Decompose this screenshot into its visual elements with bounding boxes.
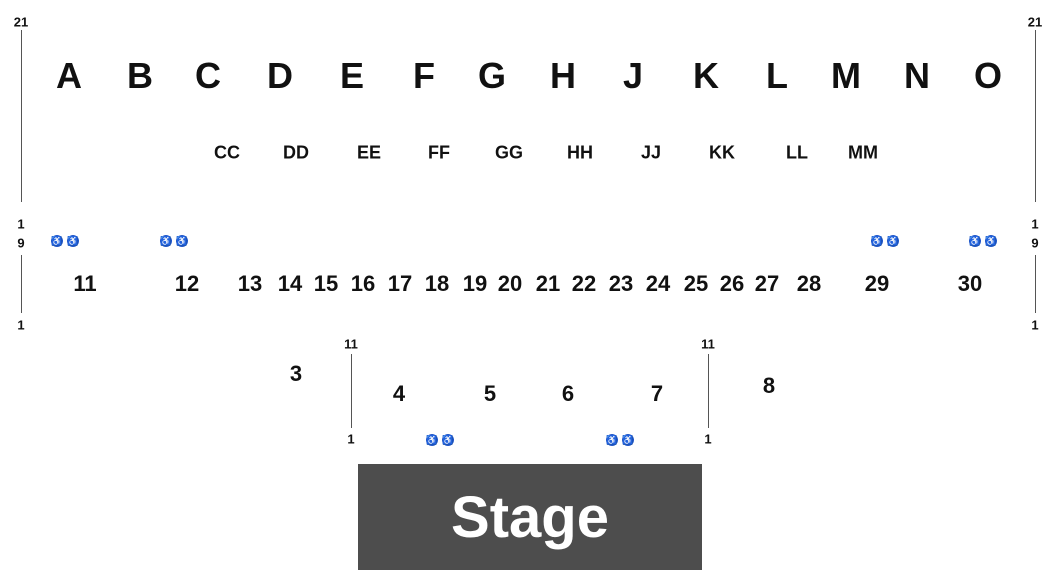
section-G[interactable]: G <box>477 55 507 96</box>
wheelchair-icon: ♿ <box>606 434 618 446</box>
inner-left-row-marker-top: 11 <box>344 336 358 352</box>
section-CC[interactable]: CC <box>214 142 240 163</box>
section-14[interactable]: 14 <box>277 271 303 296</box>
wheelchair-icon: ♿ <box>985 235 997 247</box>
section-JJ[interactable]: JJ <box>640 142 662 163</box>
wheelchair-icon: ♿ <box>969 235 981 247</box>
section-LL[interactable]: LL <box>786 142 808 163</box>
section-19[interactable]: 19 <box>462 271 488 296</box>
section-15[interactable]: 15 <box>313 271 339 296</box>
right-row-line-upper <box>1035 30 1036 202</box>
stage: Stage <box>358 464 702 570</box>
section-21[interactable]: 21 <box>535 271 561 296</box>
section-O[interactable]: O <box>973 55 1003 96</box>
section-27[interactable]: 27 <box>754 271 780 296</box>
left-row-line-lower <box>21 255 22 313</box>
section-3[interactable]: 3 <box>289 361 303 386</box>
section-6[interactable]: 6 <box>561 381 575 406</box>
section-29[interactable]: 29 <box>864 271 890 296</box>
section-D[interactable]: D <box>267 55 293 96</box>
section-DD[interactable]: DD <box>283 142 309 163</box>
wheelchair-icon: ♿ <box>871 235 883 247</box>
section-H[interactable]: H <box>550 55 576 96</box>
section-F[interactable]: F <box>413 55 435 96</box>
inner-left-row-marker-bottom: 1 <box>347 431 355 447</box>
section-E[interactable]: E <box>339 55 365 96</box>
section-16[interactable]: 16 <box>350 271 376 296</box>
section-M[interactable]: M <box>831 55 861 96</box>
section-N[interactable]: N <box>904 55 930 96</box>
right-row-marker-9: 9 <box>1031 235 1039 251</box>
section-28[interactable]: 28 <box>796 271 822 296</box>
wheelchair-icon: ♿ <box>442 434 454 446</box>
stage-label: Stage <box>451 484 609 550</box>
section-FF[interactable]: FF <box>428 142 450 163</box>
section-HH[interactable]: HH <box>567 142 593 163</box>
section-26[interactable]: 26 <box>719 271 745 296</box>
left-row-marker-top: 21 <box>13 14 29 30</box>
section-24[interactable]: 24 <box>645 271 671 296</box>
wheelchair-icon: ♿ <box>160 235 172 247</box>
section-EE[interactable]: EE <box>356 142 382 163</box>
section-20[interactable]: 20 <box>497 271 523 296</box>
inner-right-row-marker-bottom: 1 <box>704 431 712 447</box>
section-30[interactable]: 30 <box>957 271 983 296</box>
inner-right-row-line <box>708 354 709 428</box>
section-GG[interactable]: GG <box>494 142 524 163</box>
inner-left-row-line <box>351 354 352 428</box>
section-13[interactable]: 13 <box>237 271 263 296</box>
section-22[interactable]: 22 <box>571 271 597 296</box>
section-12[interactable]: 12 <box>174 271 200 296</box>
section-A[interactable]: A <box>56 55 82 96</box>
section-J[interactable]: J <box>622 55 644 96</box>
left-row-marker-bottom: 1 <box>17 317 25 333</box>
section-23[interactable]: 23 <box>608 271 634 296</box>
section-MM[interactable]: MM <box>848 142 878 163</box>
left-row-marker-1: 1 <box>17 216 25 232</box>
wheelchair-icon: ♿ <box>51 235 63 247</box>
wheelchair-icon: ♿ <box>426 434 438 446</box>
wheelchair-icon: ♿ <box>622 434 634 446</box>
section-K[interactable]: K <box>693 55 719 96</box>
section-4[interactable]: 4 <box>392 381 406 406</box>
section-C[interactable]: C <box>195 55 221 96</box>
left-row-marker-9: 9 <box>17 235 25 251</box>
section-25[interactable]: 25 <box>683 271 709 296</box>
section-5[interactable]: 5 <box>483 381 497 406</box>
section-11[interactable]: 11 <box>73 271 97 296</box>
wheelchair-icon: ♿ <box>887 235 899 247</box>
section-B[interactable]: B <box>127 55 153 96</box>
section-7[interactable]: 7 <box>650 381 664 406</box>
section-18[interactable]: 18 <box>424 271 450 296</box>
wheelchair-icon: ♿ <box>67 235 79 247</box>
wheelchair-icon: ♿ <box>176 235 188 247</box>
right-row-marker-bottom: 1 <box>1031 317 1039 333</box>
right-row-marker-top: 21 <box>1027 14 1043 30</box>
section-8[interactable]: 8 <box>762 373 776 398</box>
section-KK[interactable]: KK <box>709 142 735 163</box>
inner-right-row-marker-top: 11 <box>701 336 715 352</box>
left-row-line-upper <box>21 30 22 202</box>
section-L[interactable]: L <box>766 55 788 96</box>
right-row-line-lower <box>1035 255 1036 313</box>
section-17[interactable]: 17 <box>387 271 413 296</box>
right-row-marker-1: 1 <box>1031 216 1039 232</box>
